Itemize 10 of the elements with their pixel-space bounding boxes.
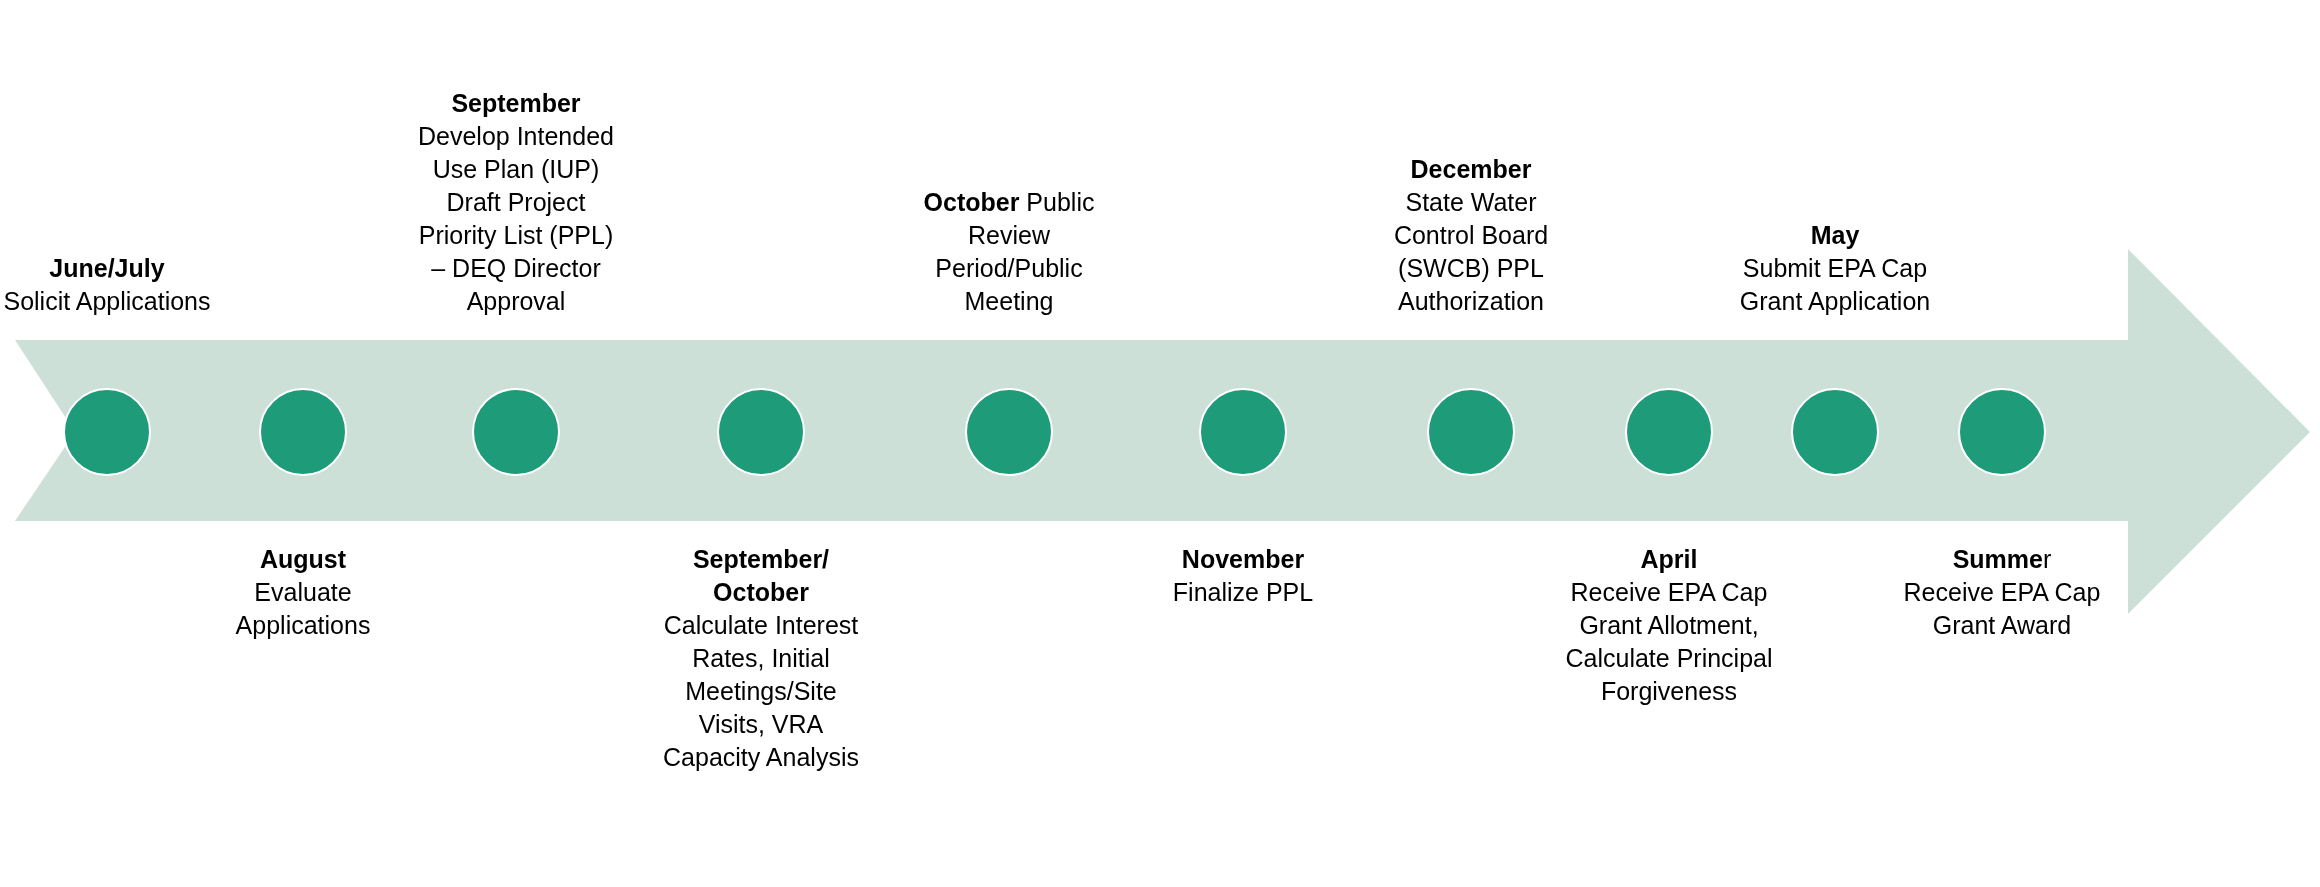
- milestone-label: December State Water Control Board (SWCB) PPL Authorization: [1392, 154, 1550, 317]
- milestone-label: May Submit EPA Cap Grant Application: [1738, 220, 1932, 317]
- milestone-label: November Finalize PPL: [1171, 544, 1315, 608]
- milestone-label: April Receive EPA Cap Grant Allotment, Calculate Principal Forgiveness: [1564, 544, 1774, 707]
- milestone-label: September Develop Intended Use Plan (IUP) Draft Project Priority List (PPL) – DEQ Director Approval: [417, 88, 615, 317]
- milestone-label: Summer Receive EPA Cap Grant Award: [1902, 544, 2102, 641]
- milestone-label: June/July Solicit Applications: [2, 253, 212, 317]
- milestone-label: September/ October Calculate Interest Rates, Initial Meetings/Site Visits, VRA Capacity Analysis: [662, 544, 860, 773]
- milestone-label: October Public Review Period/Public Meeting: [922, 187, 1096, 317]
- milestone-label: August Evaluate Applications: [234, 544, 372, 641]
